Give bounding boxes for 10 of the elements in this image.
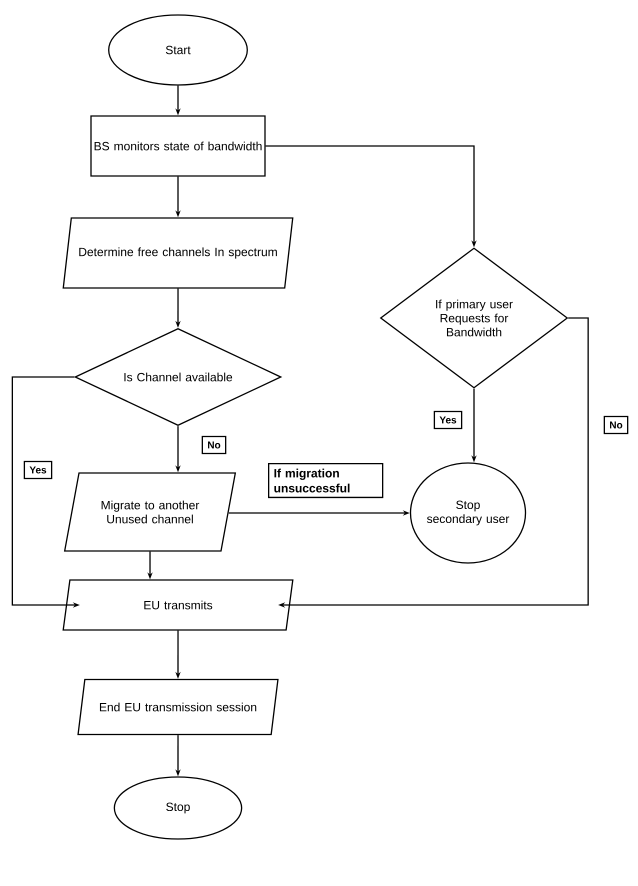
start-oval: Start: [108, 14, 248, 86]
data-parallelogram: Determine free channels In spectrum: [62, 217, 294, 289]
edge-label: Yes: [24, 460, 52, 480]
edge-label: No: [604, 416, 628, 434]
edge-label: Yes: [434, 410, 462, 430]
stop-oval: Stop: [114, 776, 242, 840]
edge-label: No: [202, 436, 226, 454]
process-box: BS monitors state of bandwidth: [90, 115, 266, 177]
data-parallelogram: End EU transmission session: [77, 678, 279, 736]
edge-label: If migration unsuccessful: [268, 463, 384, 498]
